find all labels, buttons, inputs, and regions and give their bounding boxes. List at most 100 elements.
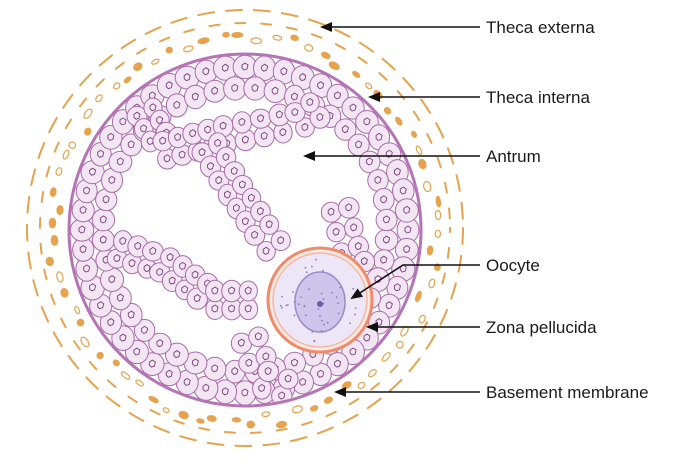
granulosa-cell (339, 198, 360, 219)
granulosa-cell (185, 85, 207, 109)
granulosa-cell (244, 77, 267, 100)
theca-cell (436, 196, 441, 207)
theca-cell (198, 37, 210, 44)
label-basement-membrane: Basement membrane (486, 383, 649, 402)
granulosa-cell (301, 93, 319, 113)
cytoplasm-granule (300, 296, 302, 298)
cytoplasm-granule (352, 288, 354, 290)
theca-cell (394, 116, 403, 126)
cytoplasm-granule (318, 308, 320, 310)
theca-cell (207, 415, 217, 422)
cytoplasm-granule (306, 271, 308, 273)
cytoplasm-granule (327, 322, 329, 324)
granulosa-cell (260, 215, 279, 234)
theca-cell (74, 306, 81, 315)
theca-cell (49, 218, 56, 227)
cytoplasm-granule (349, 322, 351, 324)
cytoplasm-granule (303, 305, 305, 307)
granulosa-cell (254, 126, 274, 147)
label-oocyte: Oocyte (486, 256, 540, 275)
theca-cell (418, 159, 428, 170)
theca-cell (57, 205, 64, 214)
theca-cell (310, 405, 319, 412)
cytoplasm-granule (305, 267, 307, 269)
theca-cell (50, 187, 57, 196)
theca-cell (148, 395, 159, 404)
theca-cell (290, 34, 299, 41)
granulosa-cell (92, 229, 114, 251)
theca-cell (223, 32, 230, 37)
theca-cell (178, 410, 189, 419)
granulosa-cell (373, 189, 394, 212)
theca-cell (435, 210, 441, 220)
cytoplasm-granule (313, 340, 315, 342)
theca-cell (165, 46, 173, 54)
theca-cell (76, 318, 85, 327)
granulosa-cell (376, 209, 397, 230)
granulosa-cell (327, 223, 346, 242)
theca-cell (232, 417, 240, 422)
theca-cell (262, 412, 270, 417)
label-theca-interna: Theca interna (486, 88, 590, 107)
theca-cell (94, 94, 103, 103)
granulosa-cell (92, 209, 114, 231)
theca-cell (415, 145, 423, 155)
cytoplasm-granule (323, 298, 325, 300)
theca-cell (112, 359, 120, 367)
theca-cell (357, 381, 366, 390)
theca-cell (46, 257, 54, 266)
cytoplasm-granule (305, 314, 307, 316)
cytoplasm-granule (292, 291, 294, 293)
theca-cell (411, 131, 418, 139)
theca-cell (56, 271, 64, 283)
label-theca-externa: Theca externa (486, 18, 595, 37)
nucleolus (317, 301, 323, 307)
theca-cell (352, 70, 361, 78)
theca-cell (232, 32, 243, 37)
granulosa-cell (321, 202, 341, 222)
cytoplasm-granule (281, 296, 283, 298)
theca-cell (132, 61, 143, 71)
granulosa-cell (249, 327, 269, 347)
granulosa-cell (375, 230, 398, 251)
follicle-body (69, 54, 421, 406)
theca-cell (251, 38, 262, 44)
label-zona-pellucida: Zona pellucida (486, 318, 597, 337)
cytoplasm-granule (354, 314, 356, 316)
theca-cell (183, 45, 194, 53)
cytoplasm-granule (311, 266, 313, 268)
theca-cell (427, 246, 433, 255)
theca-cell (373, 89, 384, 100)
theca-cell (55, 167, 62, 176)
cytoplasm-granule (338, 313, 340, 315)
theca-cell (292, 405, 303, 414)
cytoplasm-granule (281, 307, 283, 309)
theca-cell (60, 288, 69, 298)
cytoplasm-granule (331, 292, 333, 294)
theca-cell (414, 291, 422, 303)
theca-cell (51, 235, 58, 245)
granulosa-cell (395, 199, 418, 222)
theca-cell (428, 279, 436, 289)
granulosa-cell (271, 231, 290, 251)
cytoplasm-granule (280, 305, 282, 307)
theca-cell (381, 351, 392, 362)
granulosa-cell (258, 361, 279, 381)
theca-cell (328, 60, 340, 70)
granulosa-cell (345, 218, 363, 238)
theca-cell (162, 407, 169, 413)
theca-cell (323, 396, 333, 405)
cytoplasm-granule (322, 270, 324, 272)
cytoplasm-granule (336, 296, 338, 298)
cytoplasm-granule (337, 302, 339, 304)
cytoplasm-granule (321, 293, 323, 295)
theca-cell (112, 82, 121, 91)
granulosa-cell (368, 170, 388, 192)
theca-cell (68, 141, 77, 150)
theca-cell (367, 368, 377, 378)
cytoplasm-granule (323, 324, 325, 326)
theca-cell (365, 82, 373, 90)
theca-cell (120, 371, 131, 381)
cytoplasm-granule (340, 287, 342, 289)
